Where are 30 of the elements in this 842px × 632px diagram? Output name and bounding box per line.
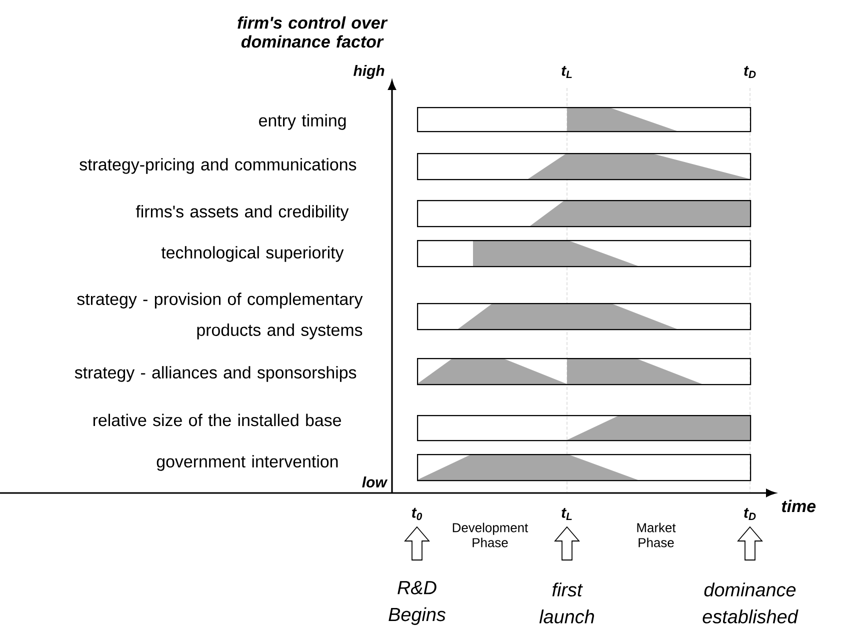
time-marker: t$_{D}$ [744, 508, 756, 520]
milestone-label: R&D Begins [388, 581, 446, 625]
row-label: technological superiority [161, 246, 344, 262]
time-marker: t$_{0}$ [412, 508, 422, 520]
timeline-bar [417, 358, 752, 386]
axis-end-label: high [354, 65, 384, 79]
row-label: strategy - provision of complementary products and systems [77, 292, 363, 340]
timeline-bar [417, 303, 752, 330]
timeline-bar [417, 153, 752, 180]
row-label: firms's assets and credibility [136, 205, 349, 221]
time-marker: t$_{L}$ [562, 66, 572, 78]
time-marker: t$_{D}$ [744, 66, 756, 78]
row-label: government intervention [156, 455, 338, 471]
row-label: relative size of the installed base [93, 414, 341, 426]
row-label: strategy - alliances and sponsorships [74, 366, 356, 382]
axis-label: time [782, 500, 816, 512]
timeline-bar [417, 200, 752, 228]
axis-title: firm's control over dominance factor [238, 16, 388, 48]
milestone-label: dominance established [702, 582, 798, 624]
axis-end-label: low [362, 476, 388, 488]
timeline-bar [417, 240, 752, 268]
row-label: entry timing [259, 114, 346, 130]
phase-label: Market Phase [637, 522, 676, 548]
row-label: strategy-pricing and communications [80, 158, 356, 174]
milestone-label: first launch [539, 582, 594, 624]
timeline-bar [417, 454, 752, 482]
timeline-bar [417, 415, 752, 442]
phase-label: Development Phase [452, 522, 528, 548]
time-marker: t$_{L}$ [562, 508, 572, 520]
timeline-bar [417, 107, 752, 132]
